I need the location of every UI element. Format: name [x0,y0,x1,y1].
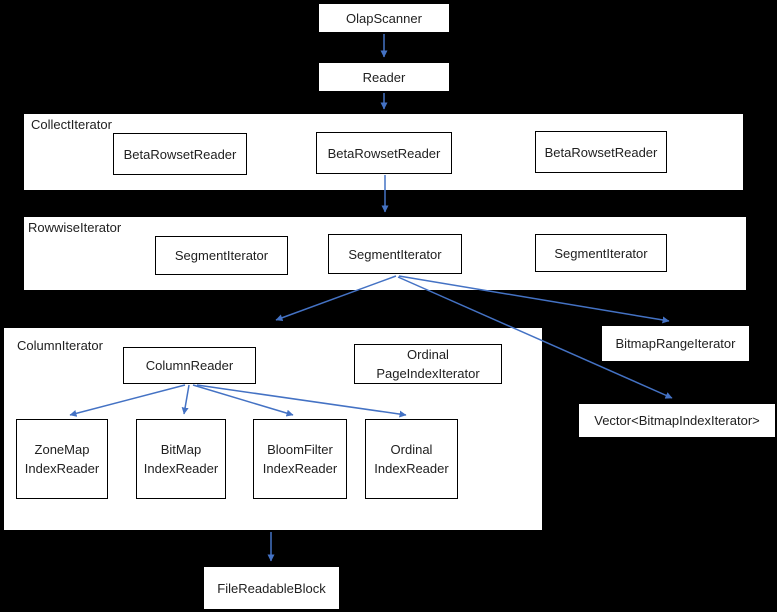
node-ordinal-page-index-iterator: Ordinal PageIndexIterator [354,344,502,384]
node-beta-rowset-reader-1: BetaRowsetReader [113,133,247,175]
node-file-readable-block: FileReadableBlock [203,566,340,610]
node-olap-scanner: OlapScanner [318,3,450,33]
node-segment-iterator-1: SegmentIterator [155,236,288,275]
node-segment-iterator-3: SegmentIterator [535,234,667,272]
node-vector-bitmap-index-iterator: Vector<BitmapIndexIterator> [578,403,776,438]
node-column-reader: ColumnReader [123,347,256,384]
label-rowwise-iterator: RowwiseIterator [28,220,122,235]
node-segment-iterator-2: SegmentIterator [328,234,462,274]
node-beta-rowset-reader-2: BetaRowsetReader [316,132,452,174]
node-beta-rowset-reader-3: BetaRowsetReader [535,131,667,173]
node-bitmap-index-reader: BitMap IndexReader [136,419,226,499]
node-bloom-filter-index-reader: BloomFilter IndexReader [253,419,347,499]
node-ordinal-index-reader: Ordinal IndexReader [365,419,458,499]
label-collect-iterator: CollectIterator [31,117,112,132]
label-column-iterator: ColumnIterator [17,338,103,353]
node-reader: Reader [318,62,450,92]
node-bitmap-range-iterator: BitmapRangeIterator [601,325,750,362]
node-zone-map-index-reader: ZoneMap IndexReader [16,419,108,499]
